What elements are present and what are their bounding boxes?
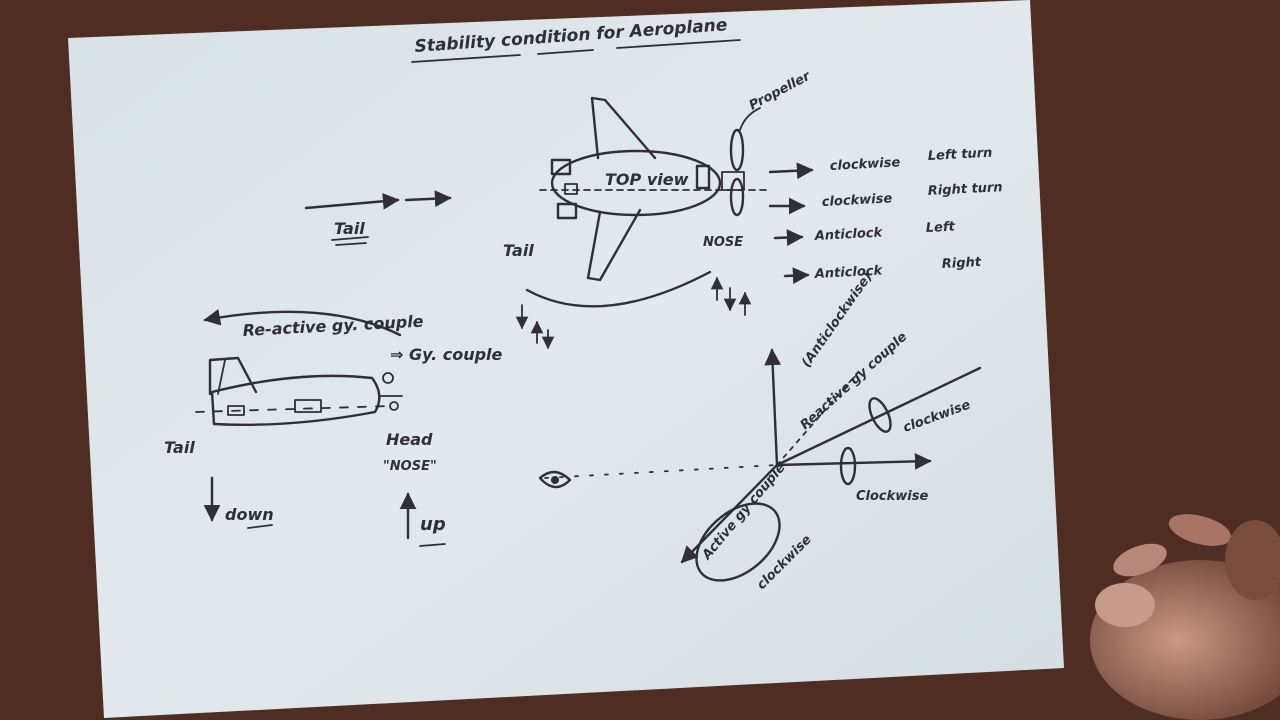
rule-row: clockwise Right turn (768, 180, 1003, 215)
rule-turn: Left turn (927, 146, 992, 164)
rules-list: clockwise Left turn clockwise Right turn… (768, 146, 1003, 285)
top-nose-label: NOSE (703, 235, 743, 250)
rule-rotation: Anticlock (813, 225, 883, 244)
rule-rotation: clockwise (829, 155, 900, 174)
rule-turn: Right turn (927, 180, 1003, 199)
up-label: up (420, 514, 446, 535)
rule-rotation: clockwise (821, 191, 892, 210)
rule-row: clockwise Left turn (768, 146, 993, 180)
down-label: down (225, 505, 274, 524)
hand-image (1090, 514, 1280, 720)
side-tail-label: Tail (164, 438, 195, 457)
nose-label: "NOSE" (383, 459, 437, 474)
top-view-label: TOP view (605, 170, 689, 189)
rule-turn: Right (941, 255, 982, 272)
tail-arrow-label: Tail (334, 219, 365, 238)
gy-couple-label: ⇒ Gy. couple (390, 345, 503, 364)
side-view-airplane: Re-active gy. couple ⇒ Gy. couple Tail H… (164, 309, 503, 547)
rule-row: Anticlock Left (773, 219, 956, 246)
rule-turn: Left (925, 219, 956, 236)
rule-rotation: Anticlock (813, 263, 883, 282)
spin-clockwise-label: Clockwise (856, 489, 928, 504)
head-label: Head (386, 430, 433, 449)
tail-direction-arrows: Tail (304, 190, 452, 246)
rule-row: Anticlock Right (783, 255, 982, 285)
paper-sheet (68, 0, 1064, 718)
top-tail-label: Tail (503, 241, 534, 260)
